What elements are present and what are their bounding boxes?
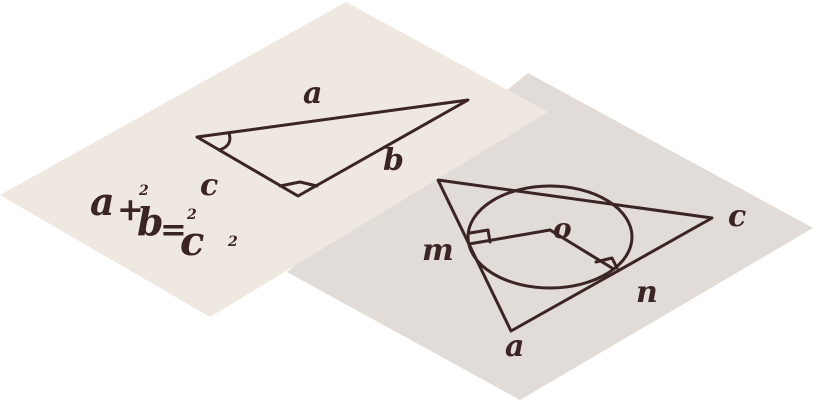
right-triangle xyxy=(195,98,470,198)
back-card xyxy=(287,73,813,400)
formula-equals: = xyxy=(160,210,187,248)
incircle-figure xyxy=(436,178,714,333)
formula-exponent-a: 2 xyxy=(138,183,149,199)
vertex-label-a: a xyxy=(505,329,524,364)
vertex-label-c: c xyxy=(728,199,746,234)
side-label-b: b xyxy=(383,143,404,178)
front-card xyxy=(0,2,548,317)
pythagorean-formula: a + b = c 2 2 2 xyxy=(90,179,238,265)
right-angle-mark-left xyxy=(468,228,492,244)
right-angle-mark xyxy=(278,180,319,188)
side-label-a: a xyxy=(303,76,322,111)
formula-plus: + xyxy=(117,190,144,228)
formula-a: a xyxy=(90,179,115,224)
inscribed-circle xyxy=(466,184,634,290)
right-triangle-figure xyxy=(195,98,470,198)
formula-c: c xyxy=(180,218,204,265)
center-label-o: o xyxy=(553,212,572,245)
radius-line-left xyxy=(467,228,552,246)
point-label-n: n xyxy=(636,275,658,310)
side-label-c: c xyxy=(200,168,218,203)
angle-arc xyxy=(217,131,232,152)
point-label-m: m xyxy=(422,233,454,268)
formula-exponent-c: 2 xyxy=(227,234,238,250)
formula-b: b xyxy=(137,199,164,244)
formula-exponent-b: 2 xyxy=(186,207,197,223)
right-angle-mark-right xyxy=(594,256,619,270)
